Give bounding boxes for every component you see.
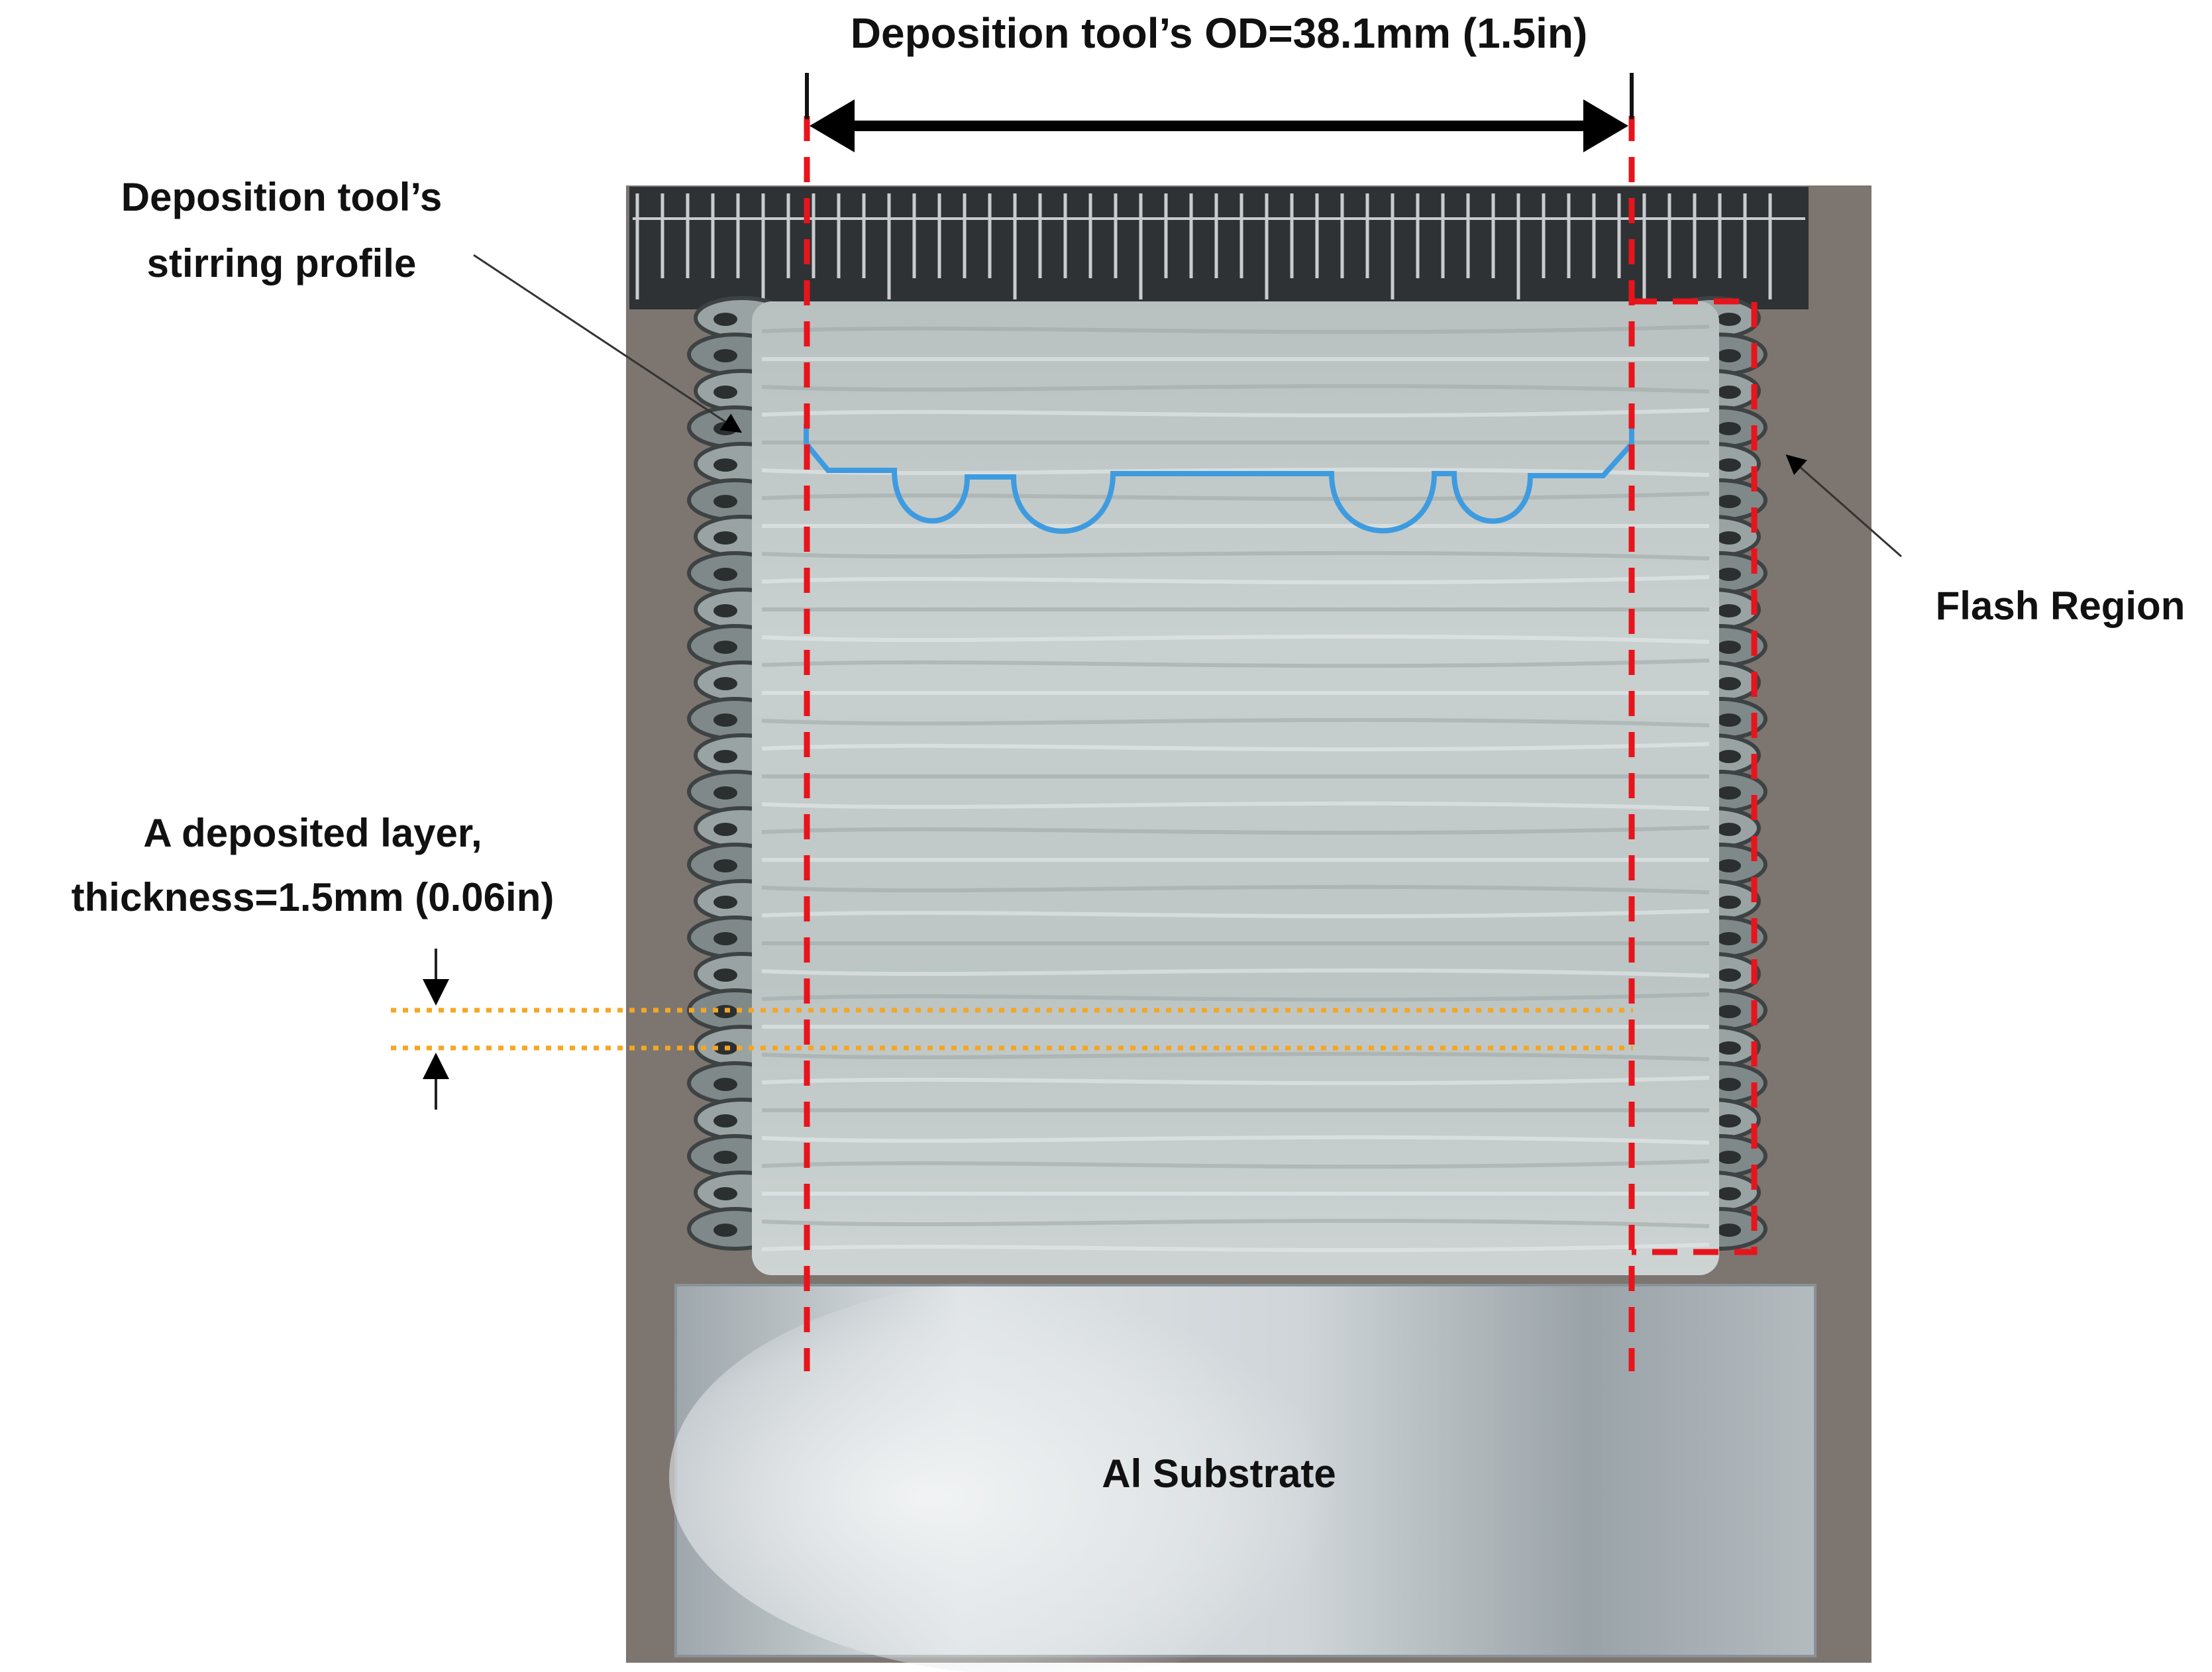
stirring-profile-leader	[473, 254, 743, 433]
stirring-profile-label-line1: Deposition tool’s	[121, 175, 442, 219]
flash-scallop-hole	[1717, 786, 1741, 800]
ruler	[629, 187, 1809, 309]
flash-scallop-hole	[713, 968, 737, 982]
tool-edge-lines	[804, 116, 1635, 1371]
flash-scallop-hole	[713, 604, 737, 617]
flow-line	[761, 992, 1710, 1002]
substrate-label: Al Substrate	[1102, 1451, 1336, 1496]
flow-line	[761, 1159, 1710, 1169]
flash-scallop-hole	[1717, 604, 1741, 617]
flash-scallop-hole	[713, 531, 737, 545]
flash-scallop-hole	[1717, 1224, 1741, 1237]
flash-scallop-hole	[1717, 349, 1741, 362]
flash-region-box	[1632, 298, 1758, 1255]
flash-scallop-hole	[1717, 386, 1741, 399]
flow-line	[761, 1051, 1710, 1061]
flash-region-leader	[1785, 454, 1902, 558]
flash-scallop-hole	[1717, 641, 1741, 654]
flow-line	[761, 1135, 1710, 1145]
flash-scallop-hole	[713, 677, 737, 690]
al-substrate-plate	[669, 1279, 1817, 1672]
deposited-build	[752, 301, 1719, 1275]
flow-line	[761, 658, 1710, 668]
flash-scallop-hole	[713, 641, 737, 654]
flash-region-label: Flash Region	[1936, 584, 2186, 628]
flow-line	[761, 801, 1710, 811]
flash-scallop-hole	[713, 1151, 737, 1164]
flash-scallop-hole	[713, 932, 737, 945]
flow-line	[761, 742, 1710, 752]
flash-scallop-hole	[1717, 896, 1741, 909]
flash-scallop-hole	[713, 495, 737, 508]
flash-scallop-hole	[1717, 458, 1741, 472]
flow-line	[761, 909, 1710, 919]
flash-scallop-hole	[713, 713, 737, 727]
stirring-profile-label-line2: stirring profile	[147, 241, 417, 286]
od-dimension-arrow	[810, 99, 1628, 152]
flash-scallop-hole	[1717, 932, 1741, 945]
layer-label-line1: A deposited layer,	[143, 811, 482, 855]
flow-line	[761, 575, 1710, 585]
flow-line	[761, 884, 1710, 894]
flash-scallop-hole	[713, 1187, 737, 1200]
flow-line	[761, 825, 1710, 835]
flash-scallop-hole	[713, 422, 737, 435]
flash-scallop-hole	[1717, 713, 1741, 727]
flash-scallop-hole	[713, 1114, 737, 1127]
flash-scallop-hole	[1717, 677, 1741, 690]
flash-scallop-hole	[1717, 823, 1741, 836]
flash-scallop-hole	[1717, 422, 1741, 435]
flash-scallop-hole	[713, 859, 737, 872]
flash-scallop-hole	[713, 823, 737, 836]
flash-scallop-hole	[713, 1078, 737, 1091]
flash-scallop-hole	[713, 1224, 737, 1237]
flow-line	[761, 1076, 1710, 1086]
flash-scallop-hole	[1717, 1151, 1741, 1164]
flash-scallop-hole	[1717, 568, 1741, 581]
flow-line	[761, 325, 1710, 335]
flash-scallop-hole	[1717, 1005, 1741, 1018]
flash-scallop-hole	[1717, 495, 1741, 508]
stirring-profile-trace	[804, 424, 1634, 534]
flow-line	[761, 634, 1710, 644]
flash-scallop-hole	[713, 568, 737, 581]
flash-scallop-hole	[713, 896, 737, 909]
flash-scallop-hole	[713, 313, 737, 326]
flash-scallop-hole	[713, 349, 737, 362]
flow-line	[761, 1243, 1710, 1253]
flash-scallop-hole	[713, 386, 737, 399]
flash-scallop-hole	[1717, 531, 1741, 545]
flash-scallop-hole	[713, 750, 737, 763]
flow-line	[761, 492, 1710, 501]
tool-od-label: Deposition tool’s OD=38.1mm (1.5in)	[851, 9, 1588, 57]
flash-scallop-hole	[1717, 1114, 1741, 1127]
flow-line	[761, 408, 1710, 418]
flow-line	[761, 384, 1710, 393]
flash-scallop-hole	[1717, 1041, 1741, 1055]
flash-scallop-hole	[713, 458, 737, 472]
layer-thickness-lines	[391, 1008, 1633, 1051]
flash-scallop-hole	[1717, 1187, 1741, 1200]
flash-scallop-hole	[713, 786, 737, 800]
flash-scallop-hole	[1717, 859, 1741, 872]
flash-scallop-hole	[1717, 313, 1741, 326]
flash-scallop-hole	[1717, 750, 1741, 763]
flow-line	[761, 550, 1710, 560]
flow-line	[761, 717, 1710, 727]
flow-line	[761, 968, 1710, 978]
flow-lines	[761, 325, 1710, 1253]
flow-line	[761, 1218, 1710, 1228]
flash-scallop-hole	[1717, 968, 1741, 982]
layer-label-line2: thickness=1.5mm (0.06in)	[72, 875, 554, 919]
flash-scallop-hole	[1717, 1078, 1741, 1091]
